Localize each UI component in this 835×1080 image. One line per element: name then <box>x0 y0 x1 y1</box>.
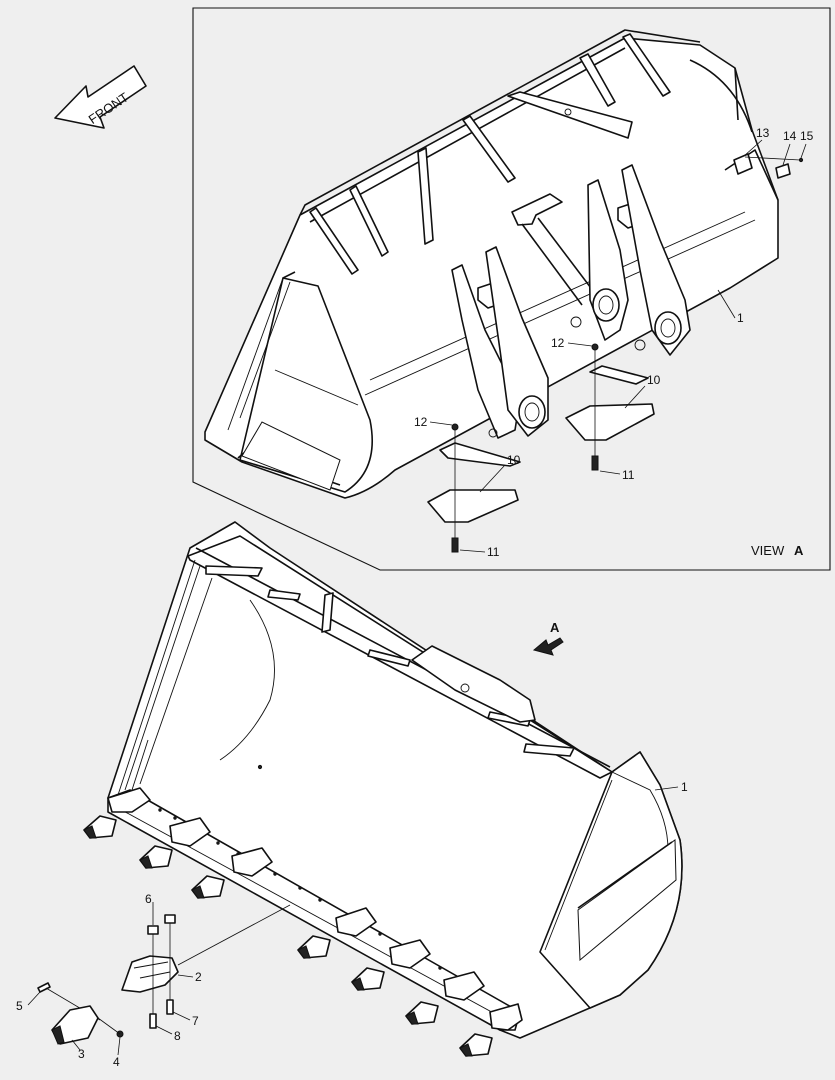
callout-main-bucket: 1 <box>681 780 688 794</box>
view-direction-label: A <box>550 620 560 635</box>
callout-tooth: 3 <box>78 1047 85 1061</box>
callout-lock-washer: 4 <box>113 1055 120 1069</box>
bucket-teeth <box>83 787 523 1057</box>
view-a-caption-letter: A <box>794 543 804 558</box>
view-direction-arrow <box>532 637 564 656</box>
tooth-6 <box>405 971 485 1025</box>
callout-view-bolt-2: 11 <box>622 468 635 482</box>
callout-view-plate-1: 10 <box>507 453 521 467</box>
main-callouts: 1 2 3 4 5 6 7 8 <box>16 780 688 1069</box>
callout-bolt-8: 8 <box>174 1029 181 1043</box>
callout-view-plate-2: 10 <box>647 373 661 387</box>
callout-nut: 6 <box>145 892 152 906</box>
bolt-7 <box>166 999 174 1015</box>
nut-a <box>147 925 159 935</box>
view-a-bucket-drawing <box>204 29 804 553</box>
view-part-14 <box>775 163 791 179</box>
view-bolt-2 <box>591 455 599 471</box>
front-arrow: FRONT <box>54 65 147 129</box>
view-wear-plate-2 <box>565 403 655 441</box>
nut-b <box>164 914 176 924</box>
view-a-callouts: 1 12 12 10 10 11 11 13 14 15 <box>414 126 814 559</box>
tooth-5 <box>351 939 431 991</box>
view-bolt-1 <box>451 537 459 553</box>
callout-bolt-7: 7 <box>192 1014 199 1028</box>
tooth-4 <box>297 907 377 959</box>
view-a-caption-text: VIEW <box>751 543 785 558</box>
view-nut-1 <box>451 423 459 431</box>
tooth-7 <box>459 1003 523 1057</box>
view-a-box: VIEW A <box>192 7 831 571</box>
callout-view-part-13: 13 <box>756 126 770 140</box>
callout-view-bucket: 1 <box>737 311 744 325</box>
callout-view-nut-2: 12 <box>551 336 565 350</box>
exploded-tooth-assembly <box>37 904 291 1045</box>
bolt-8 <box>149 1013 157 1029</box>
tooth-2 <box>139 817 211 869</box>
callout-view-nut-1: 12 <box>414 415 428 429</box>
main-bucket-drawing: A <box>83 521 683 1057</box>
view-part-13 <box>733 153 753 175</box>
callout-adapter: 2 <box>195 970 202 984</box>
callout-view-bolt-1: 11 <box>487 545 500 559</box>
tooth-1 <box>83 787 151 839</box>
adapter <box>121 955 179 993</box>
callout-view-part-15: 15 <box>800 129 814 143</box>
callout-view-part-14: 14 <box>783 129 797 143</box>
pin <box>37 982 51 993</box>
tooth-3 <box>191 847 273 899</box>
callout-pin: 5 <box>16 999 23 1013</box>
view-wear-plate-1 <box>427 489 519 523</box>
view-nut-2 <box>591 343 599 351</box>
